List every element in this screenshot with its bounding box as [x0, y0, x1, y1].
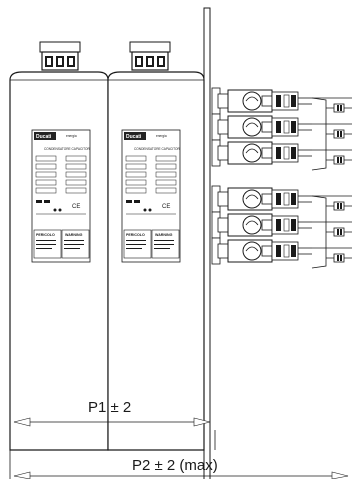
terminal-block — [39, 41, 81, 71]
warning-left-title: PERICOLO — [36, 233, 55, 237]
brand-text: Ducati — [36, 134, 52, 140]
spec-rows — [35, 155, 87, 194]
rating-label: Ducati energia CONDENSATORE CAPACITOR CE — [121, 129, 181, 263]
contactor-unit — [211, 113, 312, 141]
logo-text: energia — [66, 134, 77, 138]
symbol-strip — [126, 200, 176, 215]
ce-mark: CE — [162, 204, 170, 210]
rating-label: Ducati energia CONDENSATORE CAPACITOR CE — [31, 129, 91, 263]
cable-bundle — [311, 195, 352, 269]
contactor-assembly — [211, 87, 312, 265]
dimension-p2: P2 ± 2 (max) — [13, 457, 349, 479]
ce-mark: CE — [72, 204, 80, 210]
spec-rows — [125, 155, 177, 194]
terminal-block — [129, 41, 171, 71]
capacitor-2: Ducati energia CONDENSATORE CAPACITOR CE — [107, 41, 205, 451]
capacitor-1: Ducati energia CONDENSATORE CAPACITOR CE — [9, 41, 109, 451]
contactor-unit — [211, 87, 312, 115]
dimension-p1: P1 ± 2 — [9, 399, 216, 479]
brand-text: Ducati — [126, 134, 142, 140]
symbol-strip — [36, 200, 86, 215]
contactor-unit — [211, 139, 312, 167]
capacitor-type: CONDENSATORE CAPACITOR — [134, 147, 181, 151]
cable-bundles — [311, 97, 352, 269]
cable-bundle — [311, 97, 352, 171]
dimension-p1-label: P1 ± 2 — [88, 399, 131, 416]
contactor-unit — [211, 211, 312, 239]
brand-logo — [124, 132, 146, 140]
warning-panel: PERICOLO WARNING — [33, 229, 90, 259]
contactor-unit — [211, 185, 312, 213]
warning-right-title: WARNING — [65, 233, 83, 237]
dimension-p2-label: P2 ± 2 (max) — [132, 457, 218, 474]
warning-panel: PERICOLO WARNING — [123, 229, 180, 259]
brand-logo — [34, 132, 56, 140]
warning-right-title: WARNING — [155, 233, 173, 237]
logo-text: energia — [156, 134, 167, 138]
capacitor-type: CONDENSATORE CAPACITOR — [44, 147, 91, 151]
warning-left-title: PERICOLO — [126, 233, 145, 237]
contactor-unit — [211, 237, 312, 265]
mounting-plate — [203, 7, 211, 479]
